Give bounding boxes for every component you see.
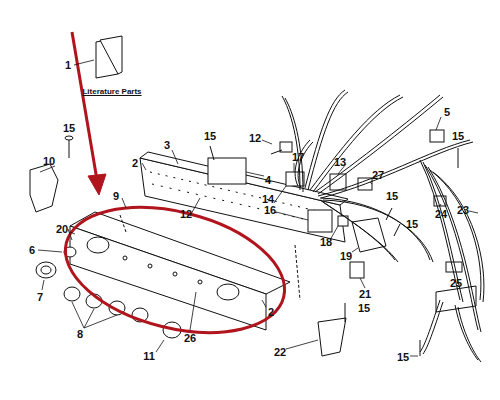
callout-number: 2 bbox=[268, 307, 274, 318]
callout-number: 17 bbox=[292, 152, 304, 163]
wire bbox=[323, 200, 433, 262]
wire bbox=[433, 172, 484, 302]
callout-number: 15 bbox=[397, 352, 409, 363]
callout-number: 25 bbox=[450, 278, 462, 289]
console-panel bbox=[70, 212, 290, 330]
callout-number: 16 bbox=[264, 205, 276, 216]
callout-number: 5 bbox=[444, 107, 450, 118]
callout-number: 6 bbox=[29, 245, 35, 256]
booklet bbox=[96, 36, 122, 78]
wire bbox=[318, 97, 443, 194]
wire bbox=[423, 302, 443, 354]
callout-number: 7 bbox=[37, 292, 43, 303]
part-title: Literature Parts bbox=[82, 88, 141, 96]
callout-number: 1 bbox=[65, 60, 71, 71]
wire bbox=[428, 167, 481, 332]
callout-number: 11 bbox=[143, 351, 155, 362]
callout-number: 21 bbox=[359, 289, 371, 300]
callout-number: 8 bbox=[77, 329, 83, 340]
callout-number: 15 bbox=[204, 131, 216, 142]
callout-number: 13 bbox=[334, 157, 346, 168]
callout-number: 22 bbox=[274, 347, 286, 358]
wire bbox=[315, 95, 440, 192]
wire bbox=[295, 140, 310, 186]
control-plate bbox=[140, 152, 348, 242]
callout-number: 15 bbox=[452, 131, 464, 142]
callout-number: 20 bbox=[56, 224, 68, 235]
callout-number: 9 bbox=[113, 191, 119, 202]
callout-number: 10 bbox=[43, 156, 55, 167]
wire bbox=[323, 202, 398, 262]
wire bbox=[458, 307, 481, 362]
wire bbox=[320, 198, 430, 260]
callout-number: 14 bbox=[262, 194, 274, 205]
callout-number: 15 bbox=[358, 303, 370, 314]
wire-harness bbox=[282, 90, 484, 362]
callout-number: 27 bbox=[372, 170, 384, 181]
wire bbox=[305, 90, 345, 188]
callout-number: 15 bbox=[63, 123, 75, 134]
callout-number: 15 bbox=[406, 219, 418, 230]
callout-number: 23 bbox=[457, 205, 469, 216]
callout-number: 2 bbox=[132, 158, 138, 169]
callout-number: 12 bbox=[249, 133, 261, 144]
wire bbox=[285, 98, 303, 192]
wire bbox=[308, 92, 348, 190]
callout-number: 4 bbox=[265, 175, 271, 186]
wire bbox=[430, 170, 481, 300]
leader-lines bbox=[38, 60, 478, 356]
callout-number: 24 bbox=[435, 209, 447, 220]
callout-number: 18 bbox=[320, 237, 332, 248]
callout-number: 3 bbox=[164, 140, 170, 151]
wire bbox=[318, 140, 470, 196]
screws bbox=[210, 146, 458, 356]
controls bbox=[208, 130, 476, 356]
wire bbox=[313, 97, 403, 192]
end-bracket bbox=[30, 164, 58, 212]
callout-number: 15 bbox=[386, 191, 398, 202]
callout-number: 12 bbox=[180, 209, 192, 220]
callout-number: 19 bbox=[340, 251, 352, 262]
screw bbox=[65, 136, 73, 158]
wire bbox=[420, 300, 440, 352]
callout-number: 26 bbox=[184, 333, 196, 344]
wire bbox=[298, 142, 313, 188]
wire bbox=[320, 200, 395, 260]
